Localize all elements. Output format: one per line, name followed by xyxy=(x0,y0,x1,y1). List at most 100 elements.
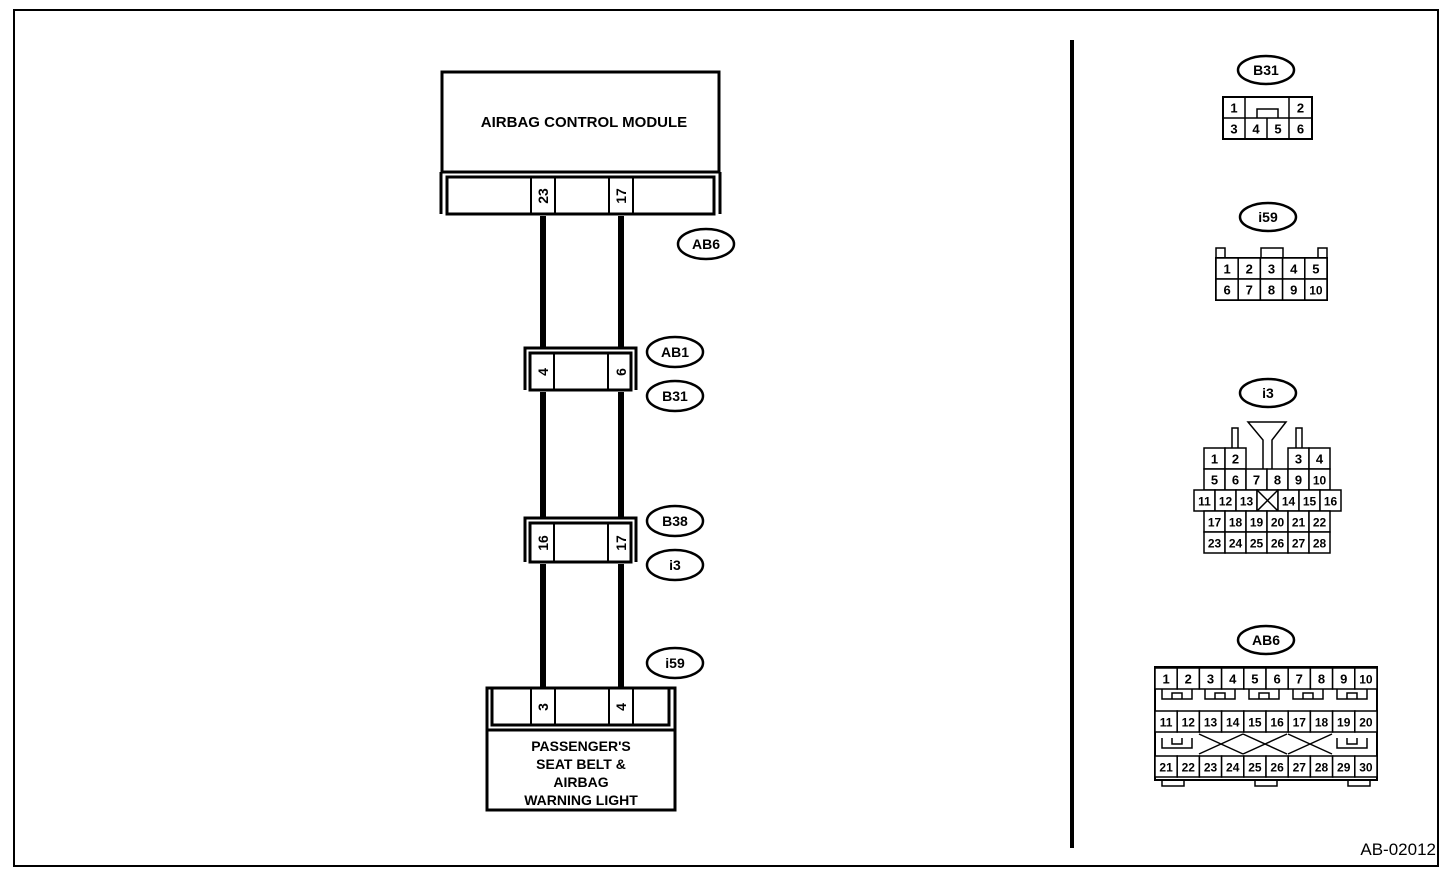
pin-number: 23 xyxy=(1204,761,1218,775)
pin-number: 18 xyxy=(1315,716,1329,730)
pin-number: 1 xyxy=(1223,262,1230,277)
pin-number: 21 xyxy=(1159,761,1173,775)
page-border xyxy=(13,9,1439,867)
blocked-cavity xyxy=(1287,733,1333,755)
blocked-cavity xyxy=(1256,489,1279,512)
connector-tag: B38 xyxy=(645,504,705,538)
connector-tag: i59 xyxy=(1258,209,1278,225)
junction-connector: 16 17 xyxy=(523,516,638,564)
pin-number: 6 xyxy=(1297,122,1304,137)
pin-number: 1 xyxy=(1230,101,1237,116)
pin-number: 2 xyxy=(1297,101,1304,116)
pin-label: 17 xyxy=(613,535,629,551)
pin-number: 30 xyxy=(1359,761,1373,775)
pin-number: 16 xyxy=(1270,716,1284,730)
pin-number: 21 xyxy=(1292,516,1306,530)
pin-number: 18 xyxy=(1229,516,1243,530)
pin-number: 1 xyxy=(1162,672,1169,687)
pin-cell xyxy=(1354,710,1378,733)
pin-number: 15 xyxy=(1248,716,1262,730)
pin-number: 3 xyxy=(1295,452,1302,467)
light-label-line: SEAT BELT & xyxy=(536,756,626,772)
junction-connector: 4 6 xyxy=(523,346,638,392)
latch-key xyxy=(1336,738,1368,749)
pin-number: 19 xyxy=(1250,516,1264,530)
pin-number: 24 xyxy=(1229,537,1243,551)
latch-key xyxy=(1292,689,1324,700)
seat-belt-airbag-warning-light: 3 4 PASSENGER'S SEAT BELT & AIRBAG WARNI… xyxy=(485,686,677,812)
wire-harness xyxy=(540,216,624,688)
pin-number: 10 xyxy=(1313,474,1327,488)
pin-number: 6 xyxy=(1273,672,1280,687)
latch-key xyxy=(1161,689,1193,700)
pin-number: 5 xyxy=(1251,672,1258,687)
pin-number: 10 xyxy=(1359,673,1373,687)
light-label-line: WARNING LIGHT xyxy=(524,792,638,808)
airbag-control-module: AIRBAG CONTROL MODULE 23 17 xyxy=(439,70,722,216)
pin-label: 4 xyxy=(535,368,551,376)
pin-number: 4 xyxy=(1316,452,1324,467)
connector-tag: i3 xyxy=(645,548,705,582)
connector-tag: i3 xyxy=(1262,385,1274,401)
pin-number: 23 xyxy=(1208,537,1222,551)
pin-label: 4 xyxy=(613,703,629,711)
pin-number: 14 xyxy=(1282,495,1296,509)
pin-number: 5 xyxy=(1274,122,1281,137)
pin-number: 3 xyxy=(1268,262,1275,277)
pin-number: 15 xyxy=(1303,495,1317,509)
pin-number: 9 xyxy=(1295,473,1302,488)
connector-tag: i59 xyxy=(645,646,705,680)
pin-number: 20 xyxy=(1271,516,1285,530)
pin-number: 10 xyxy=(1309,284,1323,298)
pin-number: 24 xyxy=(1226,761,1240,775)
pin-number: 22 xyxy=(1182,761,1196,775)
svg-text:B31: B31 xyxy=(662,388,688,404)
pin-number: 5 xyxy=(1211,473,1218,488)
pin-number: 4 xyxy=(1290,262,1298,277)
latch-key xyxy=(1161,738,1193,749)
pin-number: 13 xyxy=(1204,716,1218,730)
pin-number: 28 xyxy=(1315,761,1329,775)
pin-number: 7 xyxy=(1253,473,1260,488)
pin-number: 3 xyxy=(1207,672,1214,687)
pin-number: 7 xyxy=(1296,672,1303,687)
pin-label: 3 xyxy=(535,703,551,711)
pin-label: 23 xyxy=(535,188,551,204)
pin-number: 28 xyxy=(1313,537,1327,551)
pin-number: 1 xyxy=(1211,452,1218,467)
svg-text:AB1: AB1 xyxy=(661,344,689,360)
pin-number: 17 xyxy=(1208,516,1222,530)
pin-number: 26 xyxy=(1270,761,1284,775)
pin-number: 27 xyxy=(1293,761,1307,775)
pin-number: 19 xyxy=(1337,716,1351,730)
pin-number: 26 xyxy=(1271,537,1285,551)
light-label-line: AIRBAG xyxy=(553,774,608,790)
pin-number: 25 xyxy=(1250,537,1264,551)
svg-text:i3: i3 xyxy=(669,557,681,573)
pin-number: 2 xyxy=(1185,672,1192,687)
pin-number: 11 xyxy=(1198,495,1211,509)
module-label: AIRBAG CONTROL MODULE xyxy=(481,114,687,131)
pin-cell xyxy=(1354,667,1378,690)
pin-label: 6 xyxy=(613,368,629,376)
connector-tag: AB1 xyxy=(645,335,705,369)
svg-text:AB6: AB6 xyxy=(692,236,720,252)
pin-number: 9 xyxy=(1290,283,1297,298)
pin-number: 3 xyxy=(1230,122,1237,137)
pin-cell xyxy=(1304,278,1328,301)
pin-number: 9 xyxy=(1340,672,1347,687)
document-id: AB-02012 xyxy=(1360,840,1436,859)
pin-number: 20 xyxy=(1359,716,1373,730)
connector-tag: B31 xyxy=(1253,62,1279,78)
pin-number: 13 xyxy=(1240,495,1254,509)
pin-number: 7 xyxy=(1246,283,1253,298)
pin-number: 8 xyxy=(1318,672,1325,687)
pin-number: 27 xyxy=(1292,537,1306,551)
pin-label: 17 xyxy=(613,188,629,204)
pin-number: 12 xyxy=(1182,716,1196,730)
pin-number: 25 xyxy=(1248,761,1262,775)
pin-cell xyxy=(1308,531,1331,554)
svg-text:i59: i59 xyxy=(665,655,685,671)
pin-number: 17 xyxy=(1293,716,1307,730)
